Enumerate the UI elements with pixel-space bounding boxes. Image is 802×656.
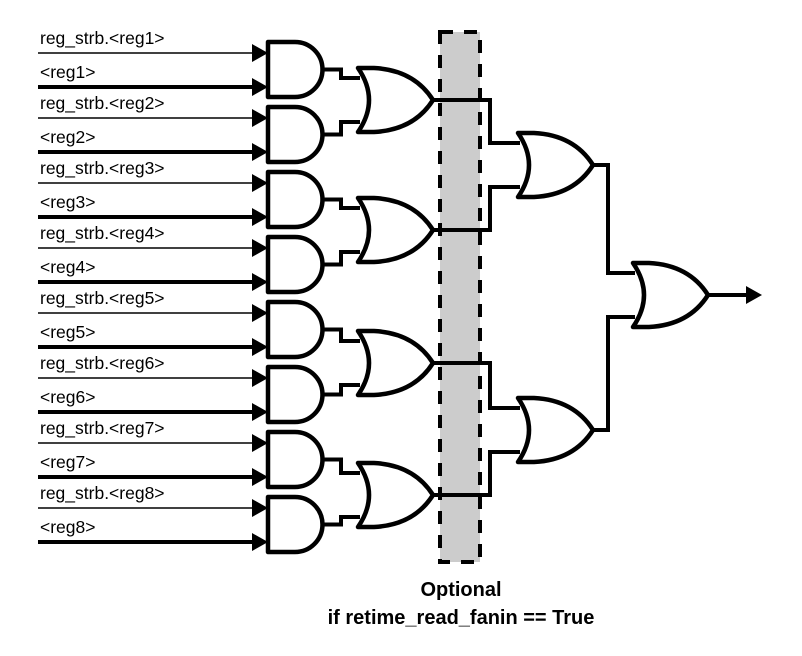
connector-and3-to-or2 (323, 197, 360, 210)
input-arrow-strobe-reg5 (252, 304, 268, 322)
input-data-label-reg4: <reg4> (40, 257, 95, 277)
connector-and8-to-or4 (323, 515, 360, 527)
input-wires-group (38, 52, 253, 544)
or-gate-stage2-3 (358, 331, 433, 395)
input-arrow-data-reg8 (252, 533, 268, 551)
input-strobe-label-reg7: reg_strb.<reg7> (40, 418, 165, 439)
input-strobe-label-reg3: reg_strb.<reg3> (40, 158, 165, 179)
output-group (708, 286, 762, 304)
input-data-label-reg1: <reg1> (40, 62, 95, 82)
retime-caption-line1: Optional (420, 579, 501, 601)
or-gate-stage3-2 (518, 398, 593, 462)
input-strobe-label-reg8: reg_strb.<reg8> (40, 483, 165, 504)
or-gate-stage4-group (633, 263, 708, 327)
and-to-or-connectors-group (323, 67, 360, 527)
wire-or2-2-to-or3-1 (433, 185, 520, 232)
or-gate-stage2-4 (358, 463, 433, 527)
input-strobe-label-reg4: reg_strb.<reg4> (40, 223, 165, 244)
input-arrow-strobe-reg4 (252, 239, 268, 257)
retime-register-band-group (438, 30, 482, 564)
output-arrow-icon (746, 286, 762, 304)
input-arrow-data-reg3 (252, 208, 268, 226)
input-labels-group: reg_strb.<reg1> <reg1> reg_strb.<reg2> <… (40, 28, 165, 537)
stage2-to-stage3-wires-group (433, 98, 520, 497)
connector-and4-to-or2 (323, 250, 360, 267)
input-arrow-data-reg7 (252, 468, 268, 486)
input-arrow-data-reg4 (252, 273, 268, 291)
input-arrow-data-reg2 (252, 143, 268, 161)
wire-or2-3-to-or3-2 (433, 361, 520, 410)
retime-caption-line2: if retime_read_fanin == True (328, 607, 595, 629)
or-gate-stage2-2 (358, 198, 433, 262)
input-arrowheads-group (252, 44, 268, 551)
connector-and6-to-or3 (323, 383, 360, 397)
input-arrow-strobe-reg1 (252, 44, 268, 62)
wire-or3-1-to-or4 (593, 163, 635, 275)
input-arrow-strobe-reg3 (252, 174, 268, 192)
or-gates-stage3-group (518, 133, 593, 462)
and-gate-reg2 (268, 107, 322, 162)
connector-and1-to-or1 (323, 67, 360, 80)
input-arrow-strobe-reg8 (252, 499, 268, 517)
retime-caption-group: Optional if retime_read_fanin == True (328, 579, 595, 629)
input-arrow-data-reg1 (252, 78, 268, 96)
input-arrow-strobe-reg2 (252, 109, 268, 127)
input-arrow-data-reg5 (252, 338, 268, 356)
or-gate-final (633, 263, 708, 327)
input-data-label-reg3: <reg3> (40, 192, 95, 212)
and-gate-reg3 (268, 172, 322, 227)
stage3-to-stage4-wires-group (593, 163, 635, 432)
wire-or3-2-to-or4 (593, 315, 635, 432)
wire-or2-4-to-or3-2 (433, 450, 520, 497)
wire-or2-1-to-or3-1 (433, 98, 520, 145)
retime-band-fill (440, 32, 480, 562)
input-data-label-reg8: <reg8> (40, 517, 95, 537)
input-arrow-strobe-reg7 (252, 434, 268, 452)
input-data-label-reg7: <reg7> (40, 452, 95, 472)
and-gates-group (268, 42, 322, 552)
input-arrow-strobe-reg6 (252, 369, 268, 387)
or-gates-stage2-group (358, 68, 433, 527)
input-strobe-label-reg2: reg_strb.<reg2> (40, 93, 165, 114)
input-data-label-reg5: <reg5> (40, 322, 95, 342)
and-gate-reg4 (268, 237, 322, 292)
input-strobe-label-reg1: reg_strb.<reg1> (40, 28, 165, 49)
input-strobe-label-reg6: reg_strb.<reg6> (40, 353, 165, 374)
and-gate-reg1 (268, 42, 322, 97)
and-gate-reg5 (268, 302, 322, 357)
or-gate-stage2-1 (358, 68, 433, 132)
or-gate-stage3-1 (518, 133, 593, 197)
input-data-label-reg2: <reg2> (40, 127, 95, 147)
input-data-label-reg6: <reg6> (40, 387, 95, 407)
connector-and2-to-or1 (323, 120, 360, 137)
and-gate-reg7 (268, 432, 322, 487)
connector-and7-to-or4 (323, 457, 360, 475)
and-gate-reg6 (268, 367, 322, 422)
input-arrow-data-reg6 (252, 403, 268, 421)
connector-and5-to-or3 (323, 327, 360, 343)
and-gate-reg8 (268, 497, 322, 552)
retime-band-dashed-border (438, 30, 482, 564)
input-strobe-label-reg5: reg_strb.<reg5> (40, 288, 165, 309)
